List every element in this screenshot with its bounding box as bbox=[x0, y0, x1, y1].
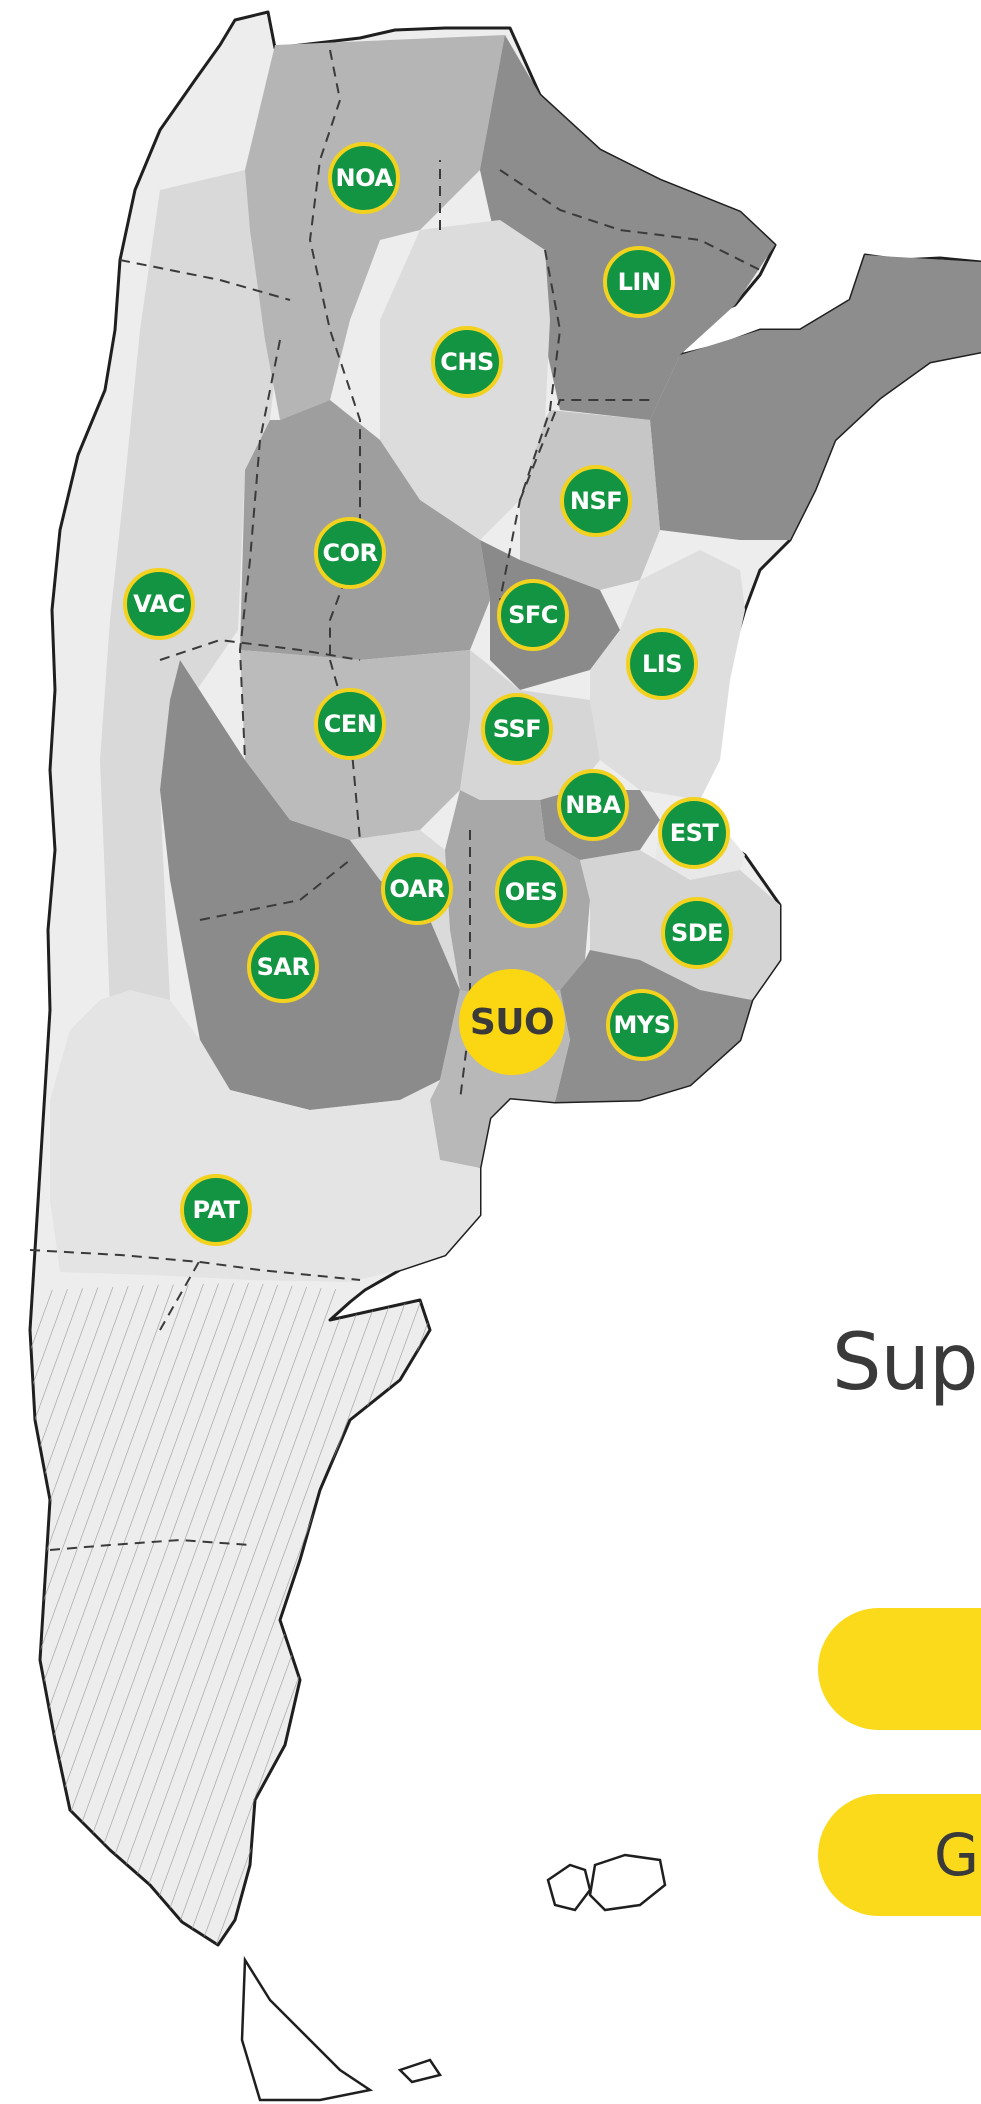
zone-marker-sar[interactable]: SAR bbox=[247, 931, 319, 1003]
section-title: Sup bbox=[832, 1318, 978, 1408]
zone-marker-cen[interactable]: CEN bbox=[314, 688, 386, 760]
zone-marker-lin[interactable]: LIN bbox=[603, 246, 675, 318]
zone-marker-oar[interactable]: OAR bbox=[381, 853, 453, 925]
zone-marker-nba[interactable]: NBA bbox=[557, 769, 629, 841]
zone-marker-oes[interactable]: OES bbox=[495, 856, 567, 928]
option-button-2[interactable]: G bbox=[818, 1794, 981, 1916]
zone-marker-pat[interactable]: PAT bbox=[180, 1174, 252, 1246]
zone-marker-cor[interactable]: COR bbox=[314, 517, 386, 589]
zone-marker-chs[interactable]: CHS bbox=[431, 326, 503, 398]
islands bbox=[240, 1853, 667, 2102]
zone-marker-suo-selected[interactable]: SUO bbox=[459, 969, 565, 1075]
zone-marker-mys[interactable]: MYS bbox=[606, 989, 678, 1061]
zone-marker-vac[interactable]: VAC bbox=[123, 568, 195, 640]
option-button-1[interactable] bbox=[818, 1608, 981, 1730]
zone-marker-nsf[interactable]: NSF bbox=[560, 465, 632, 537]
zone-marker-sde[interactable]: SDE bbox=[661, 897, 733, 969]
zone-marker-lis[interactable]: LIS bbox=[626, 628, 698, 700]
zone-marker-noa[interactable]: NOA bbox=[328, 142, 400, 214]
zone-marker-sfc[interactable]: SFC bbox=[497, 579, 569, 651]
zone-marker-est[interactable]: EST bbox=[658, 797, 730, 869]
zone-marker-ssf[interactable]: SSF bbox=[481, 693, 553, 765]
